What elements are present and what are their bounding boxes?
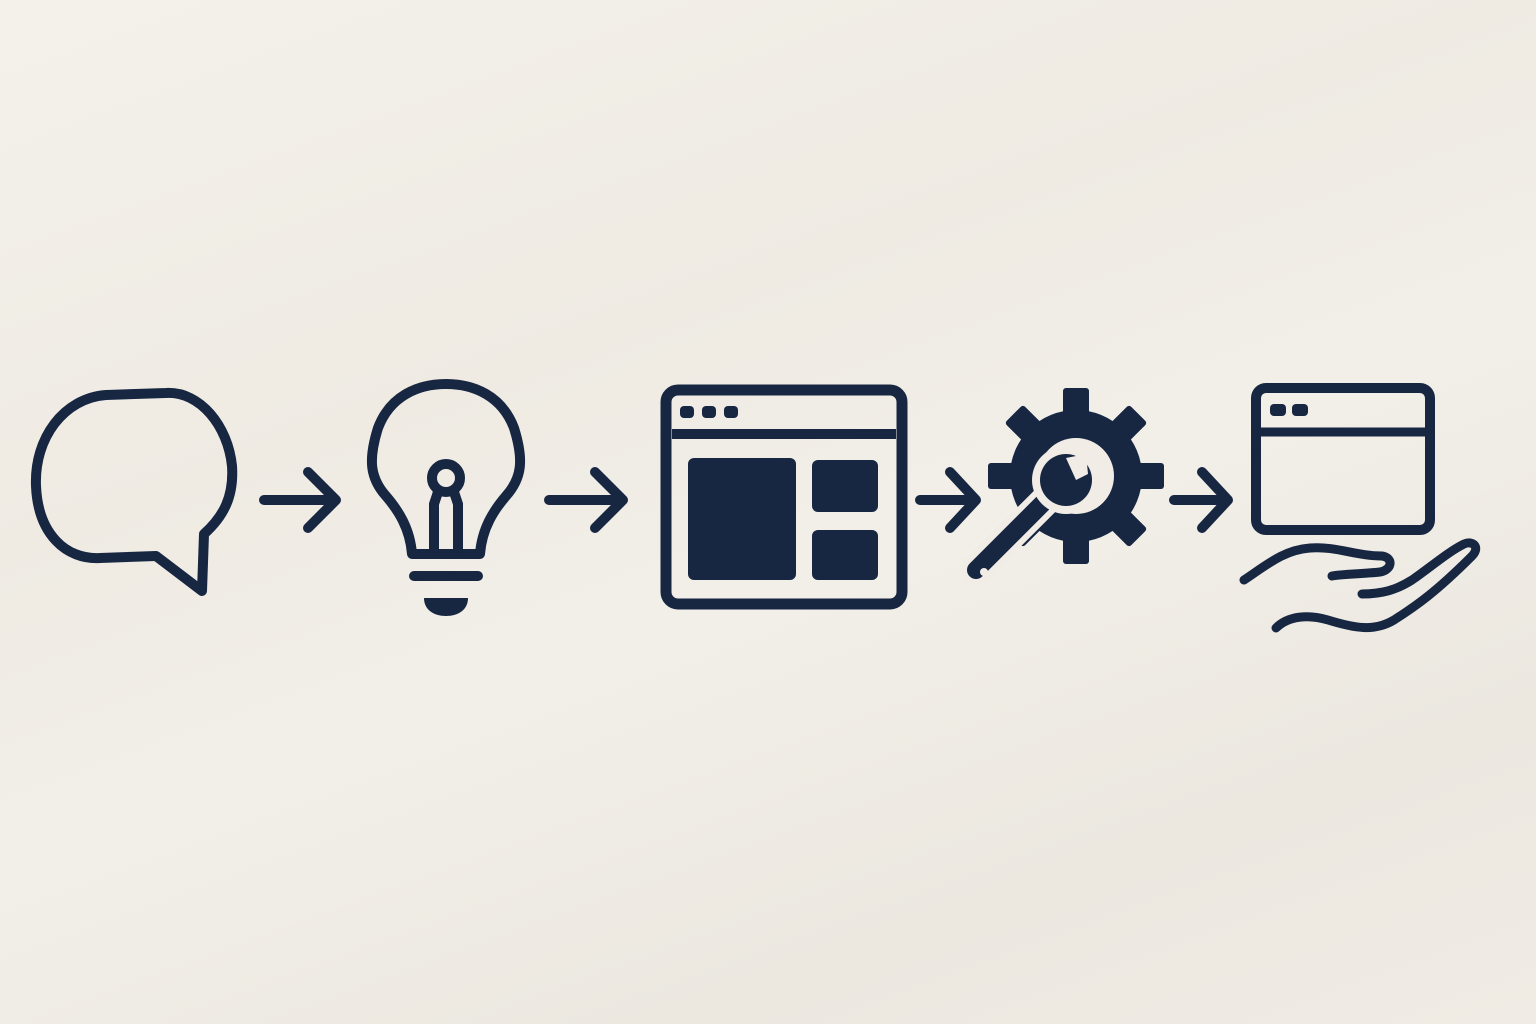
lightbulb-icon	[366, 379, 526, 616]
arrow-right-icon	[544, 467, 628, 533]
hand-delivering-window-icon	[1239, 383, 1481, 633]
wireframe-window-icon	[660, 384, 908, 610]
gear-wrench-icon	[961, 388, 1164, 585]
arrow-right-icon	[915, 467, 981, 533]
arrow-right-icon	[1169, 467, 1233, 533]
speech-bubble-icon	[30, 387, 238, 596]
arrow-right-icon	[259, 467, 341, 533]
